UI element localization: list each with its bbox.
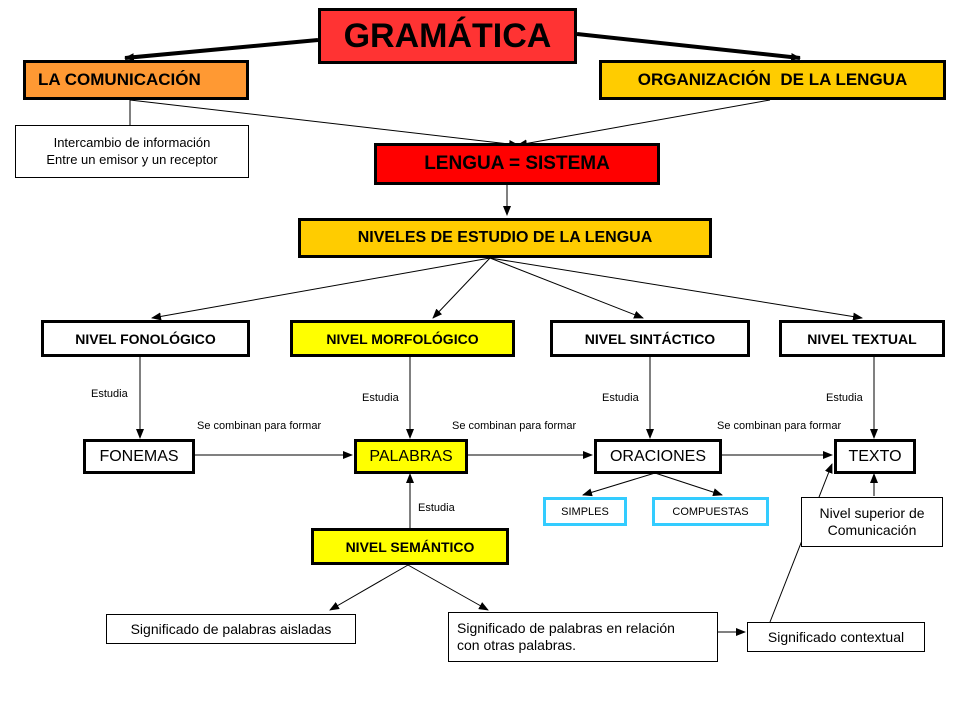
niveles-estudio-node: NIVELES DE ESTUDIO DE LA LENGUA xyxy=(298,218,712,258)
nivel-superior-line-2: Comunicación xyxy=(827,522,917,538)
estudia-label-textual: Estudia xyxy=(826,392,863,404)
simples-node: SIMPLES xyxy=(543,497,627,526)
estudia-label-morfologico: Estudia xyxy=(362,392,399,404)
combinan-label-3: Se combinan para formar xyxy=(717,420,842,432)
arrow-niveles-to-sintactico xyxy=(489,257,644,319)
lengua-sistema-node: LENGUA = SISTEMA xyxy=(374,143,660,185)
nivel-superior-box: Nivel superior de Comunicación xyxy=(801,497,943,547)
comunicacion-definition-box: Intercambio de información Entre un emis… xyxy=(15,125,249,178)
arrow-comunicacion-to-sistema xyxy=(129,99,519,148)
arrow-organizacion-to-sistema xyxy=(517,99,771,148)
fonemas-node: FONEMAS xyxy=(83,439,195,474)
arrow-oraciones-to-simples xyxy=(582,472,656,497)
organizacion-lengua-node: ORGANIZACIÓN DE LA LENGUA xyxy=(599,60,946,100)
nivel-semantico-node: NIVEL SEMÁNTICO xyxy=(311,528,509,565)
combinan-label-1: Se combinan para formar xyxy=(197,420,322,432)
definition-line-1: Intercambio de información xyxy=(53,135,211,151)
relacion-line-2: con otras palabras. xyxy=(457,637,577,653)
arrow-oraciones-to-compuestas xyxy=(654,472,723,496)
significado-aisladas-box: Significado de palabras aisladas xyxy=(106,614,356,644)
arrow-semantico-to-aisladas xyxy=(329,564,409,611)
relacion-line-1: Significado de palabras en relación xyxy=(457,619,675,636)
significado-contextual-box: Significado contextual xyxy=(747,622,925,652)
compuestas-node: COMPUESTAS xyxy=(652,497,769,526)
estudia-label-sintactico: Estudia xyxy=(602,392,639,404)
arrow-gramatica-to-organizacion xyxy=(576,32,801,62)
palabras-node: PALABRAS xyxy=(354,439,468,474)
estudia-label-semantico: Estudia xyxy=(418,502,455,514)
significado-relacion-box: Significado de palabras en relación con … xyxy=(448,612,718,662)
arrow-semantico-to-relacion xyxy=(407,564,489,611)
nivel-superior-line-1: Nivel superior de xyxy=(819,504,925,521)
arrow-niveles-to-textual xyxy=(489,257,863,321)
nivel-sintactico-node: NIVEL SINTÁCTICO xyxy=(550,320,750,357)
nivel-textual-node: NIVEL TEXTUAL xyxy=(779,320,945,357)
arrow-niveles-to-fonologico xyxy=(151,257,491,321)
nivel-morfologico-node: NIVEL MORFOLÓGICO xyxy=(290,320,515,357)
estudia-label-fonologico: Estudia xyxy=(91,388,128,400)
la-comunicacion-node: LA COMUNICACIÓN xyxy=(23,60,249,100)
arrow-gramatica-to-comunicacion xyxy=(124,38,319,62)
texto-node: TEXTO xyxy=(834,439,916,474)
nivel-fonologico-node: NIVEL FONOLÓGICO xyxy=(41,320,250,357)
definition-line-2: Entre un emisor y un receptor xyxy=(46,151,218,167)
combinan-label-2: Se combinan para formar xyxy=(452,420,577,432)
gramatica-title: GRAMÁTICA xyxy=(318,8,577,64)
arrow-niveles-to-morfologico xyxy=(432,257,491,319)
oraciones-node: ORACIONES xyxy=(594,439,722,474)
